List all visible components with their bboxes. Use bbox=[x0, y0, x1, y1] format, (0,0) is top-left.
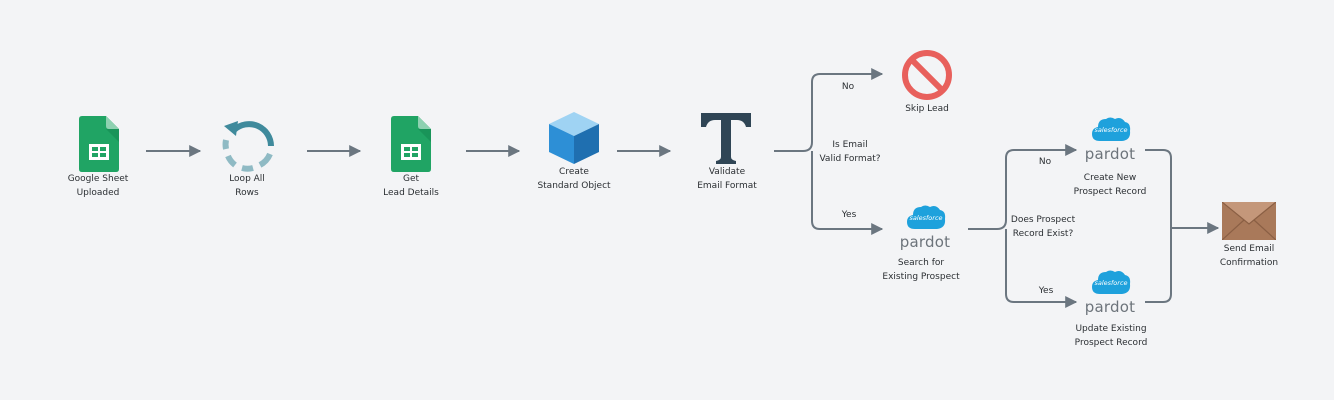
node-update-existing-prospect-record: Update Existing Prospect Record bbox=[1075, 322, 1148, 350]
branch-prospect-exists-yes bbox=[1005, 229, 1078, 308]
salesforce-logo-text: salesforce bbox=[1094, 126, 1127, 134]
node-label-line1: Search for bbox=[897, 258, 945, 268]
question-line1: Does Prospect bbox=[1010, 215, 1076, 225]
salesforce-cloud-icon: salesforce bbox=[1090, 115, 1132, 143]
node-label-line2: Existing Prospect bbox=[882, 272, 960, 282]
node-label-line1: Skip Lead bbox=[905, 104, 949, 114]
node-label-line2: Rows bbox=[235, 188, 259, 198]
node-label-line1: Get bbox=[402, 174, 420, 184]
node-loop-all-rows: Loop All Rows bbox=[229, 172, 265, 200]
branch-label-no: No bbox=[1038, 157, 1052, 167]
node-get-lead-details: Get Lead Details bbox=[383, 172, 439, 200]
node-label-line2: Standard Object bbox=[537, 181, 611, 191]
cube-icon bbox=[549, 112, 599, 164]
google-sheets-icon bbox=[79, 116, 119, 172]
node-label-line2: Email Format bbox=[697, 181, 757, 191]
pardot-logo-text: pardot bbox=[1084, 145, 1136, 163]
text-t-icon bbox=[699, 111, 753, 165]
node-label-line1: Validate bbox=[708, 167, 746, 177]
node-label-line2: Uploaded bbox=[76, 188, 120, 198]
branch-label-no: No bbox=[841, 82, 855, 92]
loop-arrow-icon bbox=[220, 116, 278, 172]
node-label-line1: Loop All bbox=[229, 174, 265, 184]
branch-question-prospect: Does Prospect Record Exist? bbox=[1011, 213, 1075, 241]
salesforce-logo-text: salesforce bbox=[1094, 279, 1127, 287]
question-line2: Record Exist? bbox=[1012, 229, 1074, 239]
branch-email-valid-yes bbox=[811, 151, 884, 235]
node-label-line2: Prospect Record bbox=[1073, 187, 1147, 197]
node-create-new-prospect-record: Create New Prospect Record bbox=[1074, 171, 1147, 199]
node-label-line2: Lead Details bbox=[383, 188, 439, 198]
question-line1: Is Email bbox=[832, 140, 868, 150]
branch-prospect-exists bbox=[968, 144, 1078, 230]
question-line2: Valid Format? bbox=[819, 154, 881, 164]
prohibited-icon bbox=[901, 49, 953, 101]
google-sheets-icon bbox=[391, 116, 431, 172]
pardot-logo-text: pardot bbox=[1084, 298, 1136, 316]
node-label-line2: Prospect Record bbox=[1074, 338, 1148, 348]
branch-question-email: Is Email Valid Format? bbox=[819, 138, 880, 166]
node-label-line1: Send Email bbox=[1223, 244, 1275, 254]
salesforce-cloud-icon: salesforce bbox=[1090, 268, 1132, 296]
node-validate-email-format: Validate Email Format bbox=[697, 165, 757, 193]
node-search-existing-prospect: Search for Existing Prospect bbox=[882, 256, 959, 284]
node-create-standard-object: Create Standard Object bbox=[537, 165, 610, 193]
node-label-line1: Google Sheet bbox=[67, 174, 129, 184]
node-label-line1: Create bbox=[559, 167, 589, 177]
node-google-sheet-uploaded: Google Sheet Uploaded bbox=[68, 172, 129, 200]
envelope-icon bbox=[1222, 202, 1276, 240]
node-skip-lead: Skip Lead bbox=[905, 102, 949, 116]
node-label-line2: Confirmation bbox=[1219, 258, 1279, 268]
branch-email-valid bbox=[774, 68, 884, 152]
branch-label-yes: Yes bbox=[841, 210, 857, 220]
salesforce-logo-text: salesforce bbox=[909, 214, 942, 222]
node-label-line1: Create New bbox=[1083, 173, 1137, 183]
salesforce-cloud-icon: salesforce bbox=[905, 203, 947, 231]
node-send-email-confirmation: Send Email Confirmation bbox=[1220, 242, 1278, 270]
merge-to-send-email bbox=[1145, 149, 1172, 303]
node-label-line1: Update Existing bbox=[1075, 324, 1147, 334]
branch-label-yes: Yes bbox=[1038, 286, 1054, 296]
pardot-logo-text: pardot bbox=[899, 233, 951, 251]
